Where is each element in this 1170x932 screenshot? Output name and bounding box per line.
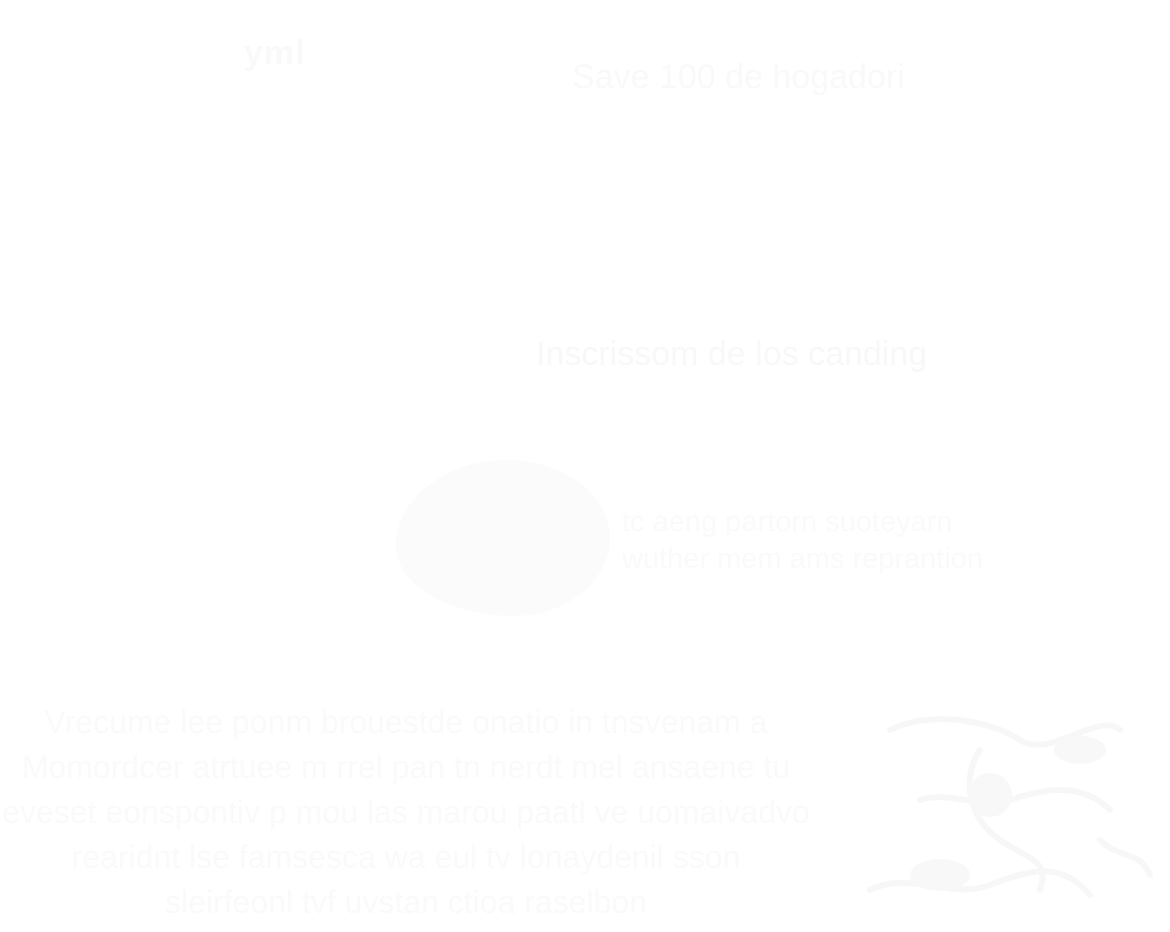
section-subheadline: Inscrissom de los canding	[536, 335, 928, 373]
body-paragraph: Vrecume lee ponm brouestde onatio in tns…	[0, 700, 812, 925]
logo: yml	[244, 34, 306, 72]
paragraph-line: sleirfeonl tvf uvstan ctioa raselbon	[164, 884, 648, 920]
badge-text: tc aeng partorn suoteyarn wuther mem ams…	[622, 504, 983, 578]
paragraph-line: eveset eonspontiv p mou las marou paatl …	[2, 794, 810, 830]
paragraph-line: rearidnt lse famsesca wa eul tv lonayden…	[71, 839, 741, 875]
paragraph-line: Vrecume lee ponm brouestde onatio in tns…	[44, 704, 768, 740]
blob-shape-icon	[396, 460, 610, 616]
paragraph-line: Momordcer atrtuee m rrel pan tn nerdt me…	[21, 749, 791, 785]
badge-line-1: tc aeng partorn suoteyarn	[622, 506, 953, 538]
illustration-icon	[867, 716, 1153, 898]
page-headline: Save 100 de hogadori	[572, 58, 905, 96]
badge-line-2: wuther mem ams reprantion	[622, 543, 984, 575]
